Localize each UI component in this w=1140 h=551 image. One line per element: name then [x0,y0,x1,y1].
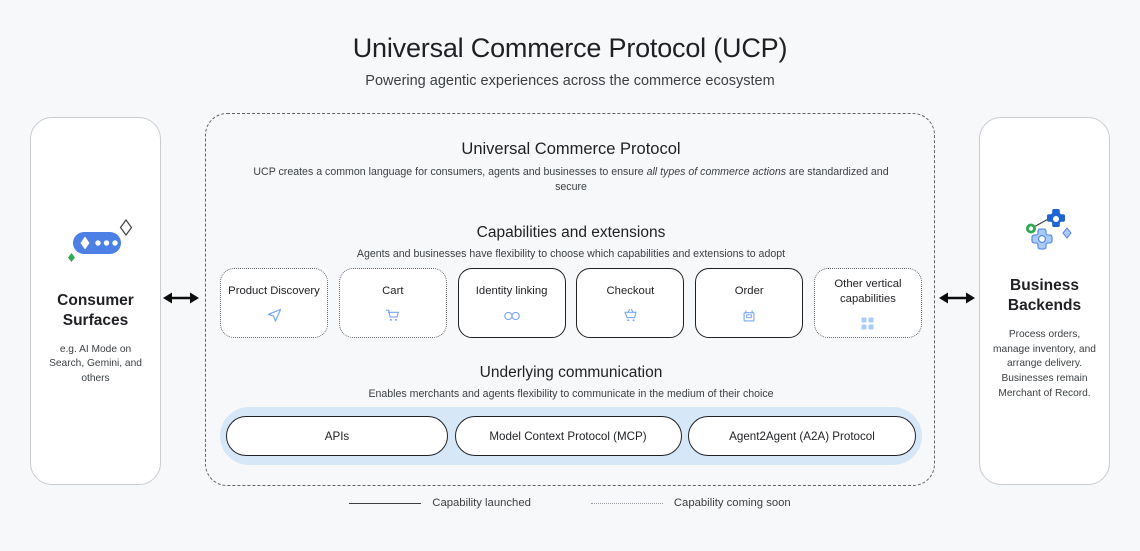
capability-label: Identity linking [475,285,548,298]
legend-item-coming-soon: Capability coming soon [590,497,791,509]
left-double-headed-arrow-icon [162,287,200,309]
business-backends-panel: Business Backends Process orders, manage… [979,117,1110,485]
communication-subtitle: Enables merchants and agents flexibility… [368,388,774,400]
consumer-surfaces-title: Consumer Surfaces [57,292,134,329]
consumer-surfaces-panel: Consumer Surfaces e.g. AI Mode on Search… [30,117,161,485]
capability-label: Cart [382,285,404,298]
capabilities-subtitle: Agents and businesses have flexibility t… [356,248,786,260]
shopping-cart-icon [385,308,401,324]
checkout-cart-icon [622,308,638,324]
capability-label: Checkout [606,285,655,298]
ucp-subtitle-emphasis: all types of commerce actions [646,166,787,178]
capability-label: Product Discovery [228,285,320,298]
link-chain-icon [503,308,520,324]
capability-label: Order [734,285,764,298]
legend: Capability launched Capability coming so… [0,497,1140,509]
capabilities-title: Capabilities and extensions [476,224,666,241]
capability-card-other-vertical[interactable]: Other vertical capabilities [813,268,922,338]
communication-band: APIs Model Context Protocol (MCP) Agent2… [220,407,922,465]
capability-label: Other vertical capabilities [834,277,902,305]
page-subtitle: Powering agentic experiences across the … [365,73,775,89]
consumer-surfaces-description: e.g. AI Mode on Search, Gemini, and othe… [49,343,142,385]
order-box-icon [741,308,757,324]
gears-sparkle-icon [1008,200,1082,256]
page-title: Universal Commerce Protocol (UCP) [352,33,788,63]
capability-card-product-discovery[interactable]: Product Discovery [220,268,328,338]
send-arrow-icon [266,308,282,324]
capability-cards-row: Product Discovery Cart Identity l [220,268,922,338]
capability-card-identity-linking[interactable]: Identity linking [457,268,566,338]
ucp-subtitle-part2: are standardized and secure [555,166,889,194]
ucp-subtitle: UCP creates a common language for consum… [206,165,936,195]
communication-pill-a2a[interactable]: Agent2Agent (A2A) Protocol [688,416,916,456]
communication-pill-mcp[interactable]: Model Context Protocol (MCP) [454,416,682,456]
solid-line-icon [349,502,422,504]
business-backends-description: Process orders, manage inventory, and ar… [993,328,1096,399]
ai-chat-bubble-sparkle-icon [59,215,133,271]
legend-item-launched: Capability launched [349,497,531,509]
ucp-subtitle-part1: UCP creates a common language for consum… [253,166,647,178]
business-backends-title: Business Backends [1007,277,1082,315]
legend-label: Capability launched [432,497,531,509]
capability-card-cart[interactable]: Cart [338,268,447,338]
grid-squares-icon [860,315,876,331]
right-double-headed-arrow-icon [938,287,976,309]
communication-pill-apis[interactable]: APIs [226,416,448,456]
capability-card-order[interactable]: Order [695,268,804,338]
legend-label: Capability coming soon [673,497,791,509]
ucp-container: Universal Commerce Protocol UCP creates … [205,113,935,486]
ucp-title: Universal Commerce Protocol [461,140,681,158]
capability-card-checkout[interactable]: Checkout [576,268,685,338]
communication-title: Underlying communication [479,364,663,381]
dotted-line-icon [590,502,663,504]
